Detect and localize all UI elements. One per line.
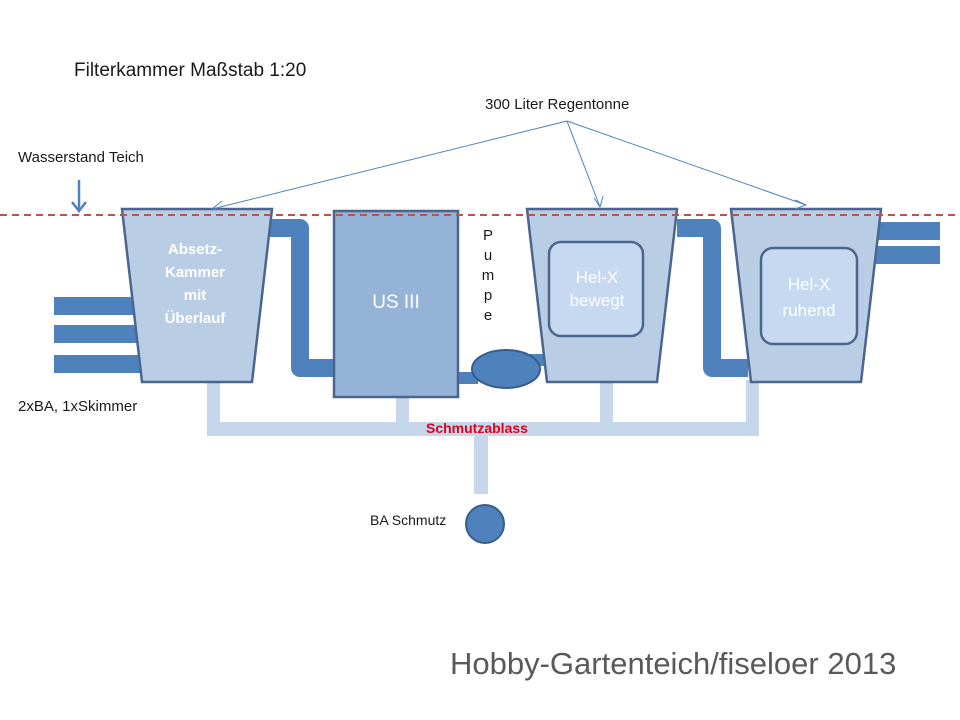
helx-moving-label: Hel-X bewegt [569, 268, 625, 310]
helx-moving-media [547, 240, 645, 338]
inlet-label: 2xBA, 1xSkimmer [18, 398, 138, 415]
outlet-pipes [874, 222, 940, 264]
page-title: Filterkammer Maßstab 1:20 [74, 60, 307, 81]
drain-pipes [207, 380, 759, 494]
settling-chamber [120, 207, 274, 384]
uv-chamber [332, 209, 460, 399]
rain-barrel-label: 300 Liter Regentonne [485, 96, 630, 113]
pump-letter: p [483, 287, 493, 304]
arrowheads [210, 195, 808, 211]
credit-text: Hobby-Gartenteich/fiseloer 2013 [450, 646, 897, 681]
ba-dirt-label: BA Schmutz [370, 512, 447, 528]
ba-dirt-outlet [465, 504, 505, 544]
pump-letter: P [482, 227, 493, 244]
uv-chamber-label: US III [372, 292, 420, 313]
transfer-pipe [677, 219, 748, 377]
pump-letter: u [483, 247, 493, 264]
helx-static-label: Hel-X ruhend [782, 275, 836, 320]
helx-static-media [759, 246, 859, 346]
water-level-label: Wasserstand Teich [18, 149, 144, 166]
pump [471, 349, 541, 389]
pump-label: P u m p e [478, 226, 498, 326]
pump-letter: e [483, 307, 493, 324]
inlet-pipes [54, 297, 144, 373]
drain-label: Schmutzablass [426, 420, 528, 436]
water-level-arrow [71, 180, 87, 214]
rain-barrel-arrows [211, 120, 807, 210]
overflow-pipe [266, 219, 336, 377]
pump-letter: m [481, 267, 495, 284]
settling-chamber-label: Absetz- Kammer mit Überlauf [164, 241, 226, 327]
